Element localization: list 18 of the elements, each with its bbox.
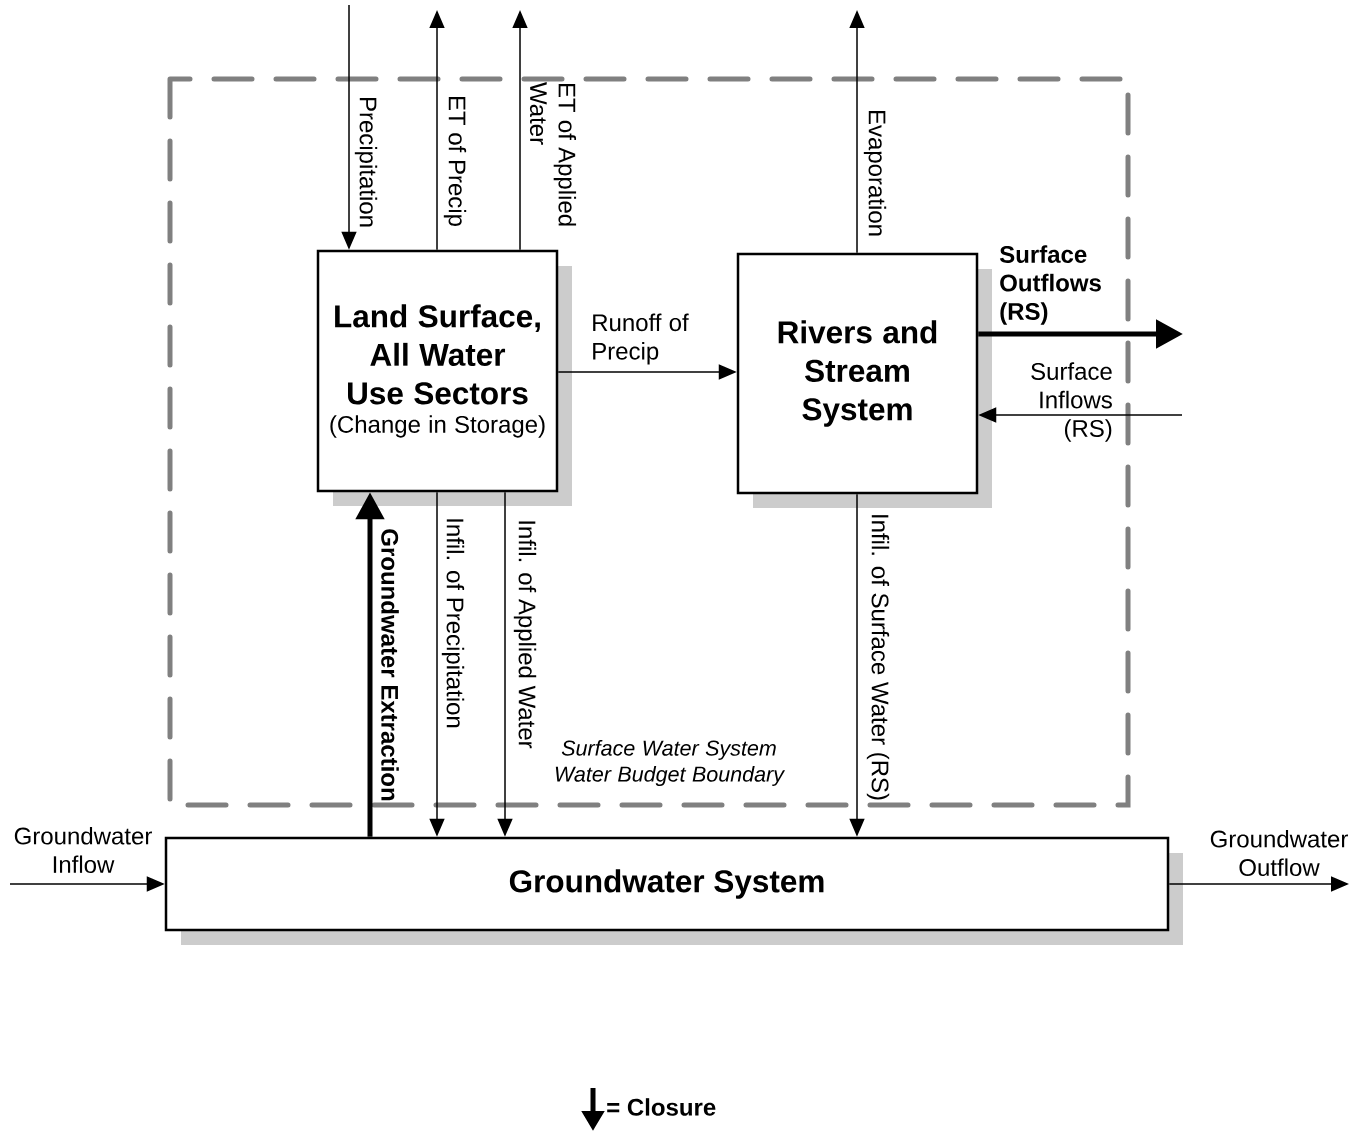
edge-label: Runoff of Precip: [593, 313, 689, 365]
legend-text: = Closure: [607, 1098, 716, 1116]
process-box: Groundwater System: [164, 836, 1183, 945]
edge-label: Surface Inflows (RS): [1031, 362, 1112, 442]
edge-label: Surface Outflows (RS): [999, 245, 1101, 325]
process-box: Rivers and Stream System: [736, 252, 992, 508]
edge-label: ET of Precip: [443, 96, 467, 226]
boundary-label: Surface Water System Water Budget Boundary: [555, 740, 786, 787]
edge-label: Precipitation: [354, 97, 378, 227]
edge-label: Groundwater Extraction: [381, 529, 399, 801]
storage-box: Land Surface, All Water Use Sectors (Change in Storage): [316, 249, 572, 506]
edge-label: Infil. of Applied Water: [513, 521, 537, 749]
edge-label: Evaporation: [863, 110, 887, 236]
edge-label: Groundwater Outflow: [1210, 829, 1348, 877]
edge-label: Infil. of Surface Water (RS): [866, 515, 890, 800]
edge-label: Groundwater Inflow: [14, 826, 152, 874]
edge-label: Infil. of Precipitation: [441, 519, 465, 728]
edge-label: ET of Applied Water: [529, 82, 577, 226]
